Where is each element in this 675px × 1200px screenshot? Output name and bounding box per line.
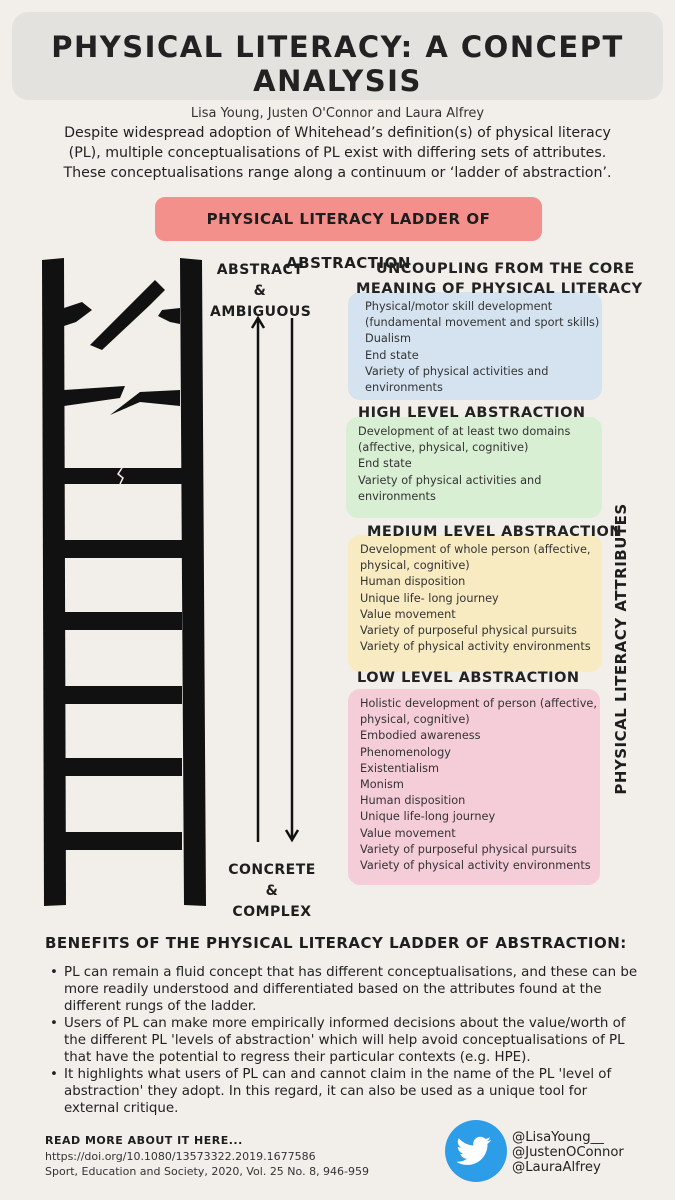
attribute: Variety of physical activities and (358, 473, 542, 487)
title-banner: Physical Literacy: A Concept Analysis Li… (12, 12, 663, 121)
twitter-handle[interactable]: @LisaYoung__ (512, 1130, 604, 1145)
benefit-item: It highlights what users of PL can and c… (46, 1066, 646, 1117)
level-heading: High level abstraction (358, 405, 586, 421)
level-box-uncoupling: Physical/motor skill development (fundam… (348, 292, 602, 400)
attribute: Development of at least two domains (358, 425, 571, 438)
twitter-bird-icon (445, 1120, 507, 1182)
attribute: Human disposition (360, 794, 466, 808)
attribute: End state (365, 348, 419, 362)
authors: Lisa Young, Justen O'Connor and Laura Al… (190, 106, 485, 121)
attribute: environments (358, 489, 436, 503)
attribute: Unique life-long journey (360, 810, 496, 824)
ladder-rung (64, 832, 182, 850)
attribute: Human disposition (360, 575, 466, 589)
bottom-label-line: Complex (232, 904, 312, 920)
citation: Sport, Education and Society, 2020, Vol.… (45, 1165, 370, 1178)
attribute: physical, cognitive) (360, 559, 470, 573)
attribute: Variety of purposeful physical pursuits (360, 624, 577, 638)
direction-arrows (250, 315, 300, 843)
level-box-low: Holistic development of person (affectiv… (348, 689, 600, 885)
intro-line: These conceptualisations range along a c… (63, 165, 612, 181)
twitter-handles: @LisaYoung__ @JustenOConnor @LauraAlfrey (512, 1130, 624, 1175)
twitter-handle[interactable]: @LauraAlfrey (512, 1160, 601, 1175)
benefit-item: Users of PL can make more empirically in… (46, 1015, 646, 1066)
ladder-rung (64, 468, 182, 484)
attribute: Dualism (365, 332, 411, 346)
attribute: Unique life- long journey (360, 591, 499, 605)
bottom-label: Concrete & Complex (222, 860, 322, 923)
bottom-label-line: Concrete & (228, 862, 316, 899)
ladder-illustration (42, 258, 206, 906)
attribute: Monism (360, 778, 404, 792)
ladder-rung (64, 758, 182, 776)
broken-rung (110, 390, 180, 415)
ladder-rung (64, 686, 182, 704)
broken-rung (64, 302, 92, 326)
heading-line: meaning of physical literacy (356, 281, 643, 297)
read-more-heading: Read more about it here... (45, 1134, 243, 1147)
attribute: End state (358, 457, 412, 471)
benefits-heading: Benefits of the physical literacy ladder… (45, 934, 627, 952)
broken-rung (90, 280, 165, 350)
twitter-handle[interactable]: @JustenOConnor (512, 1145, 624, 1160)
attribute: Variety of physical activity environment… (360, 640, 591, 654)
doi-link[interactable]: https://doi.org/10.1080/13573322.2019.16… (45, 1150, 316, 1163)
ladder-left-rail (42, 258, 66, 906)
level-box-medium: Development of whole person (affective, … (348, 535, 602, 672)
benefit-item: PL can remain a fluid concept that has d… (46, 964, 646, 1015)
attribute: Variety of purposeful physical pursuits (360, 842, 577, 856)
page-title: Physical Literacy: A Concept Analysis (51, 30, 624, 98)
attribute: Holistic development of person (affectiv… (360, 697, 597, 710)
attribute: Phenomenology (360, 745, 451, 759)
attribute: Physical/motor skill development (365, 300, 553, 313)
attribute: Variety of physical activity environment… (360, 859, 591, 873)
level-heading: Low level abstraction (357, 670, 580, 686)
benefits-list: PL can remain a fluid concept that has d… (46, 964, 646, 1117)
ladder-label: Physical Literacy Ladder of Abstraction (155, 197, 542, 272)
top-label: Abstract & Ambiguous (210, 260, 312, 323)
attribute: Value movement (360, 826, 456, 840)
attribute: Variety of physical activities and (365, 364, 549, 378)
attribute: Development of whole person (affective, (360, 543, 591, 556)
attribute: physical, cognitive) (360, 713, 470, 727)
top-label-line: Abstract & (216, 262, 304, 299)
heading-line: Uncoupling from the core (375, 261, 635, 277)
ladder-rung (64, 540, 182, 558)
level-box-high: Development of at least two domains (aff… (346, 417, 602, 518)
attribute: Embodied awareness (360, 729, 481, 743)
level-heading: Uncoupling from the core meaning of phys… (356, 259, 643, 299)
broken-rung (158, 308, 180, 324)
intro-text: Despite widespread adoption of Whitehead… (40, 123, 635, 183)
ladder-rung (64, 612, 182, 630)
vertical-attributes-label: Physical Literacy Attributes (612, 503, 630, 795)
broken-rung (64, 386, 125, 406)
attribute: Value movement (360, 607, 456, 621)
attribute: (fundamental movement and sport skills) (365, 316, 600, 330)
ladder-right-rail (180, 258, 206, 906)
attribute: (affective, physical, cognitive) (358, 441, 529, 455)
attribute: environments (365, 381, 443, 395)
intro-line: (PL), multiple conceptualisations of PL … (68, 145, 607, 161)
attribute: Existentialism (360, 761, 440, 775)
intro-line: Despite widespread adoption of Whitehead… (64, 125, 611, 141)
top-label-line: Ambiguous (210, 304, 312, 320)
level-heading: Medium level abstraction (367, 524, 622, 540)
